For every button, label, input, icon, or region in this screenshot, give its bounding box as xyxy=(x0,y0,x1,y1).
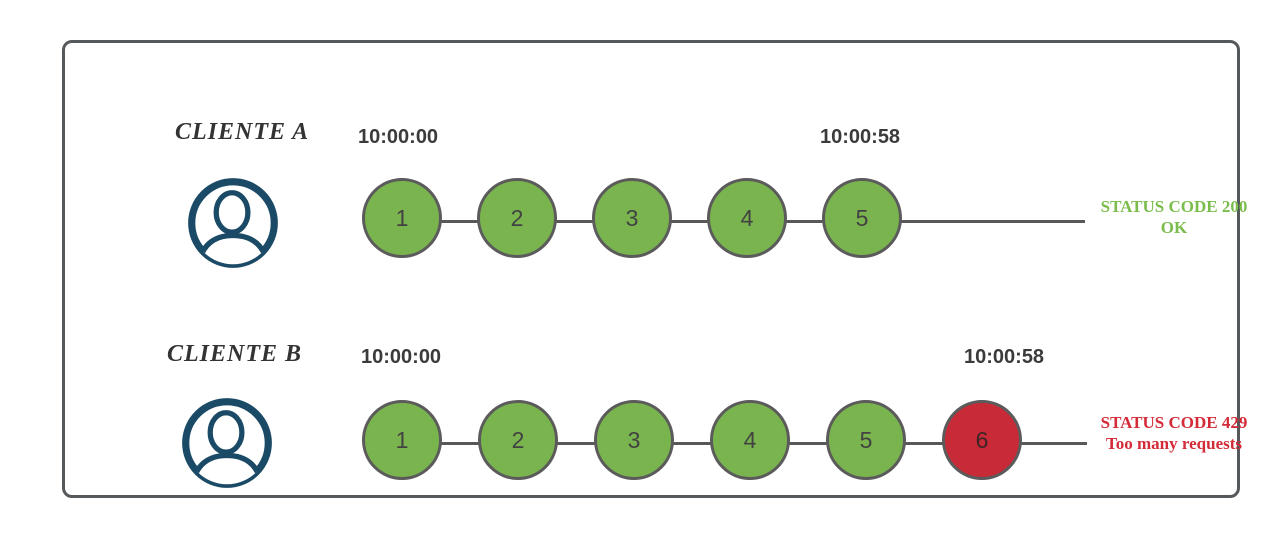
status-code-line: STATUS CODE 429 xyxy=(1100,413,1248,432)
request-circle: 4 xyxy=(710,400,790,480)
request-circle: 2 xyxy=(477,178,557,258)
end-timestamp: 10:00:58 xyxy=(964,346,1045,368)
user-circle-icon xyxy=(185,175,281,271)
start-timestamp: 10:00:00 xyxy=(361,346,442,368)
request-circle: 4 xyxy=(707,178,787,258)
status-message-line: Too many requests xyxy=(1105,434,1243,453)
request-circle: 2 xyxy=(478,400,558,480)
user-circle-icon xyxy=(179,395,275,491)
request-circle-blocked: 6 xyxy=(942,400,1022,480)
end-timestamp: 10:00:58 xyxy=(820,126,901,148)
request-circle: 3 xyxy=(594,400,674,480)
request-circle: 1 xyxy=(362,400,442,480)
start-timestamp: 10:00:00 xyxy=(358,126,439,148)
status-code-line: STATUS CODE 200 xyxy=(1100,197,1248,216)
rate-limit-frame: CLIENTE A 10:00:00 10:00:58 1 2 3 xyxy=(62,40,1247,498)
client-a-label: CLIENTE A xyxy=(175,119,310,145)
request-circle: 3 xyxy=(592,178,672,258)
status-label-too-many-requests: STATUS CODE 429 Too many requests xyxy=(1089,412,1259,454)
status-message-line: OK xyxy=(1160,218,1188,237)
request-circle: 5 xyxy=(822,178,902,258)
request-circle: 5 xyxy=(826,400,906,480)
request-circle: 1 xyxy=(362,178,442,258)
status-label-ok: STATUS CODE 200 OK xyxy=(1094,196,1254,238)
client-b-label: CLIENTE B xyxy=(167,341,303,367)
